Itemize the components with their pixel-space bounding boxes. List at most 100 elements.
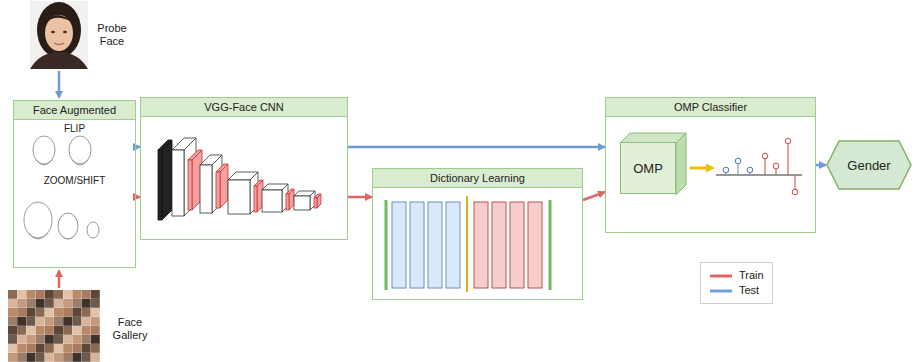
test-connector: [816, 164, 826, 167]
gallery-face: [26, 344, 35, 353]
legend-text: Test: [739, 283, 759, 298]
gallery-face: [26, 308, 35, 317]
layer-side: [282, 184, 288, 212]
face-gallery-mosaic: [8, 290, 100, 362]
gallery-face: [72, 299, 81, 308]
layer-front: [172, 150, 184, 216]
gallery-face: [91, 326, 100, 335]
gallery-face: [82, 344, 91, 353]
legend-text: Train: [739, 268, 764, 283]
gallery-face: [54, 308, 63, 317]
gallery-face: [54, 353, 63, 362]
gallery-face: [45, 344, 54, 353]
gallery-face: [8, 335, 17, 344]
legend-box: TrainTest: [700, 262, 773, 304]
gallery-face: [72, 290, 81, 299]
gallery-face: [91, 290, 100, 299]
layer-front: [200, 165, 212, 213]
gallery-face: [91, 335, 100, 344]
gallery-face: [45, 335, 54, 344]
cnn-layers: [158, 138, 321, 220]
gallery-face: [8, 290, 17, 299]
gallery-face: [54, 344, 63, 353]
box-title: Dictionary Learning: [373, 169, 582, 188]
layer-front: [294, 196, 310, 210]
gallery-face: [36, 290, 45, 299]
hexagon-outline: [827, 141, 911, 189]
gallery-face: [26, 353, 35, 362]
gallery-face: [45, 326, 54, 335]
gallery-face: [45, 317, 54, 326]
gallery-face: [72, 326, 81, 335]
gallery-face: [72, 344, 81, 353]
layer-front: [216, 172, 220, 208]
gallery-face: [63, 353, 72, 362]
box-label: OMP: [633, 161, 663, 176]
gallery-face: [72, 317, 81, 326]
omp-box-faces: [620, 133, 686, 195]
gallery-face: [8, 317, 17, 326]
gallery-face: [17, 290, 26, 299]
gallery-face: [54, 335, 63, 344]
box-title: VGG-Face CNN: [141, 98, 347, 117]
gallery-face: [26, 290, 35, 299]
gallery-face: [63, 344, 72, 353]
gallery-face: [72, 335, 81, 344]
omp-box: OMP: [620, 142, 676, 194]
gallery-face: [63, 326, 72, 335]
gallery-face: [82, 317, 91, 326]
gallery-face: [36, 353, 45, 362]
gallery-face: [17, 299, 26, 308]
legend-sample: [709, 286, 733, 296]
train-arrow: [58, 271, 61, 288]
gallery-face: [54, 290, 63, 299]
test-connector: [348, 146, 605, 149]
output-label: Gender: [847, 158, 890, 173]
gallery-face: [36, 344, 45, 353]
gallery-face: [36, 335, 45, 344]
gallery-face: [63, 335, 72, 344]
box-caption: FLIP: [14, 123, 135, 135]
layer-side: [220, 164, 228, 208]
gallery-face: [91, 299, 100, 308]
layer-front: [188, 160, 192, 210]
gallery-face: [91, 353, 100, 362]
legend-entry: Train: [709, 268, 764, 283]
gallery-face: [82, 308, 91, 317]
gallery-face: [54, 317, 63, 326]
layer-side: [289, 189, 294, 210]
process-box: Face AugmentedFLIPZOOM/SHIFT: [13, 100, 136, 268]
gallery-face: [17, 308, 26, 317]
yellow-arrow: [690, 167, 712, 170]
gallery-face: [45, 290, 54, 299]
gallery-face: [82, 353, 91, 362]
gallery-face: [45, 299, 54, 308]
dictionary-atoms: [386, 196, 550, 292]
gallery-face: [91, 308, 100, 317]
gallery-face: [8, 353, 17, 362]
gallery-face: [82, 326, 91, 335]
gallery-face: [17, 344, 26, 353]
process-box: OMP ClassifierOMP: [605, 97, 816, 233]
gallery-face: [26, 335, 35, 344]
legend-sample: [709, 271, 733, 281]
gallery-face: [17, 335, 26, 344]
layer-front: [286, 194, 289, 210]
gallery-face: [36, 308, 45, 317]
image-label: Probe Face: [90, 22, 134, 48]
gallery-face: [91, 344, 100, 353]
train-connector: [348, 196, 372, 199]
layer-front: [158, 150, 162, 220]
output-hexagon: Gender: [826, 140, 912, 190]
gallery-face: [54, 326, 63, 335]
gallery-face: [91, 317, 100, 326]
gallery-face: [82, 299, 91, 308]
process-box: VGG-Face CNN: [140, 97, 348, 240]
gallery-face: [63, 299, 72, 308]
probe-photo: [30, 1, 88, 69]
gallery-face: [17, 317, 26, 326]
gallery-face: [8, 326, 17, 335]
box-title: OMP Classifier: [606, 98, 815, 117]
head-sketches: [24, 136, 99, 239]
